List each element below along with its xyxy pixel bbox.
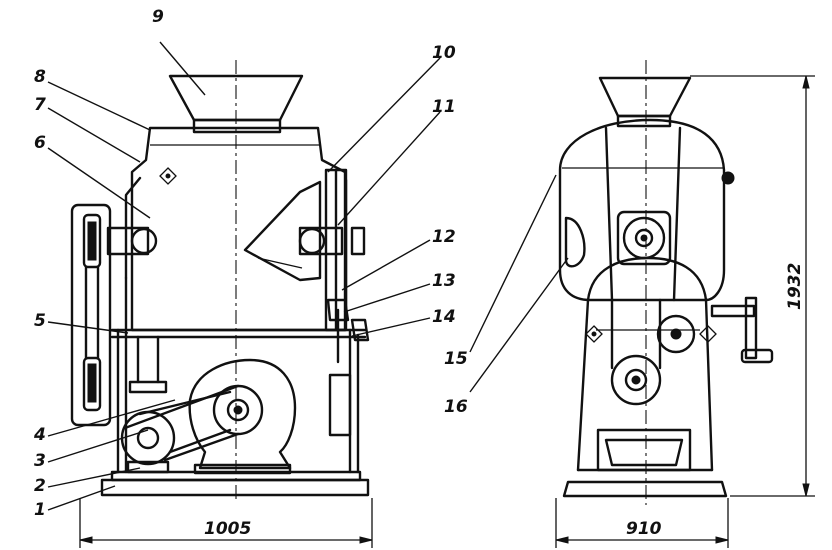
front-bolt-marks xyxy=(159,167,177,185)
front-width-dimension xyxy=(79,498,373,548)
callout-11: 11 xyxy=(432,97,456,117)
callout-15: 15 xyxy=(444,349,468,369)
front-view xyxy=(47,41,441,548)
callout-1: 1 xyxy=(34,500,46,520)
side-view xyxy=(469,60,815,548)
dimension-side-width: 910 xyxy=(626,519,662,539)
callout-8: 8 xyxy=(34,67,46,87)
dimension-front-width: 1005 xyxy=(204,519,251,539)
side-leaders xyxy=(469,174,569,393)
front-small-pulley xyxy=(120,335,240,474)
callout-9: 9 xyxy=(152,7,164,27)
side-pedestal xyxy=(576,256,714,472)
callout-10: 10 xyxy=(432,43,456,63)
side-base xyxy=(562,468,728,498)
side-top-shaft xyxy=(616,210,672,266)
side-lower-shaft xyxy=(610,298,662,406)
callout-16: 16 xyxy=(444,397,468,417)
callout-14: 14 xyxy=(432,307,456,327)
side-height-dimension xyxy=(690,75,815,497)
callout-6: 6 xyxy=(34,133,46,153)
side-width-dimension xyxy=(555,498,729,548)
callout-2: 2 xyxy=(34,476,46,496)
callout-12: 12 xyxy=(432,227,456,247)
side-hopper xyxy=(598,76,692,128)
front-adjusting-rods xyxy=(324,168,370,437)
front-frame xyxy=(116,276,360,474)
side-crank-handle xyxy=(710,296,774,364)
callout-3: 3 xyxy=(34,451,46,471)
callout-7: 7 xyxy=(34,95,46,115)
callout-13: 13 xyxy=(432,271,456,291)
front-leaders xyxy=(47,41,441,511)
callout-5: 5 xyxy=(34,311,46,331)
dimension-side-height: 1932 xyxy=(785,263,805,310)
front-motor xyxy=(188,358,297,475)
front-left-belt-drive xyxy=(70,203,112,427)
callout-4: 4 xyxy=(33,425,46,445)
callout-labels: 9 8 7 6 5 4 3 2 1 10 11 12 13 14 15 16 xyxy=(33,7,468,520)
side-adjusting-wheel xyxy=(585,314,717,354)
front-hopper xyxy=(168,74,304,134)
dimension-labels: 1005 910 1932 xyxy=(204,263,805,539)
front-base-plate xyxy=(100,470,370,497)
side-upper-housing xyxy=(558,118,735,302)
front-shaft-bosses xyxy=(106,226,366,256)
